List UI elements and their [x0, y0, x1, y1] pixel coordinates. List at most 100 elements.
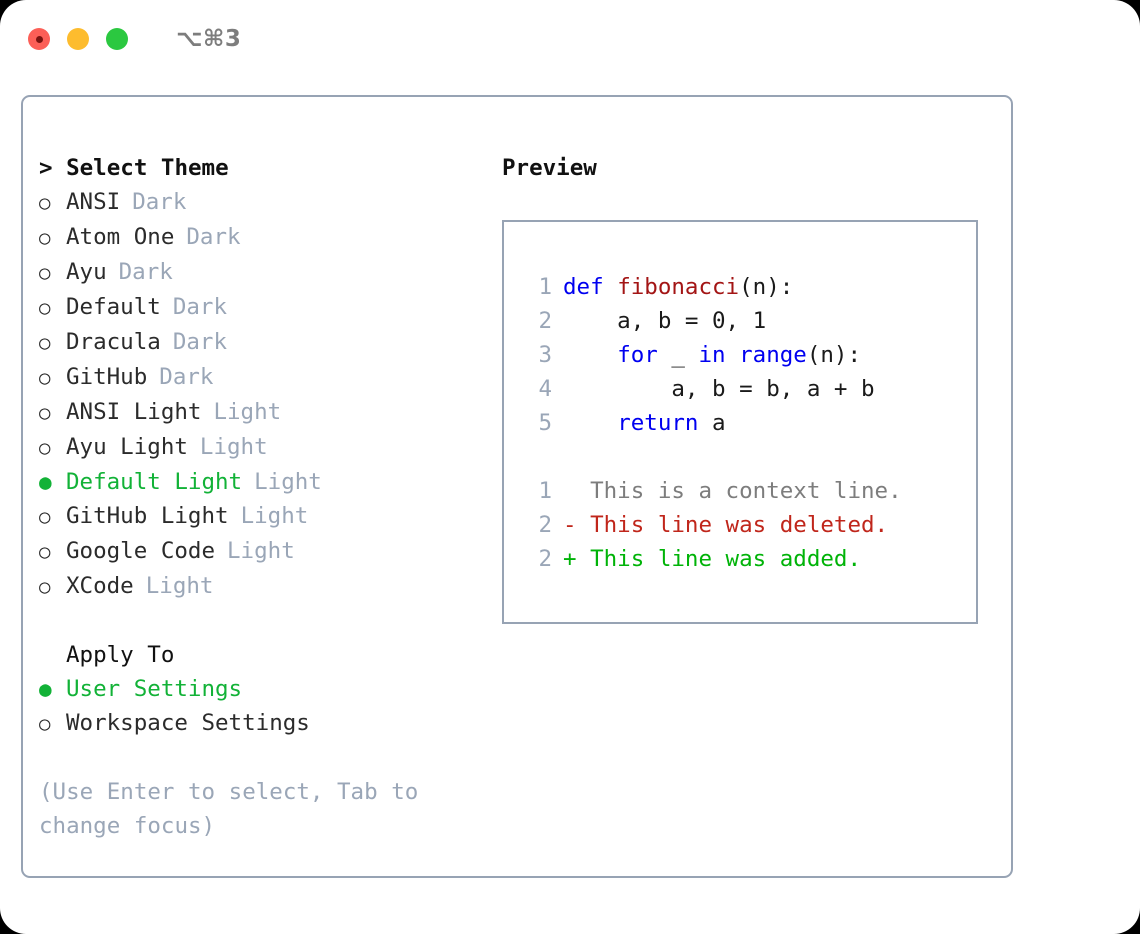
theme_picker-option-label: XCode — [66, 573, 134, 599]
code-token: _ — [657, 342, 699, 368]
diff-line-number: 2 — [538, 512, 552, 538]
radio-selected-icon: ● — [39, 470, 52, 494]
code-line-number: 5 — [538, 410, 552, 436]
theme_picker-option-label: Atom One — [66, 224, 175, 250]
diff-line: 2 - This line was deleted. — [504, 508, 976, 542]
radio-unselected-icon: ○ — [39, 541, 51, 563]
theme_picker-option[interactable]: ○ Ayu Light Light — [39, 430, 499, 465]
code-token: return — [617, 410, 699, 436]
apply_to-option[interactable]: ○Workspace Settings — [39, 706, 499, 741]
theme_picker-option-label: GitHub — [66, 364, 148, 390]
code-line: 4 a, b = b, a + b — [504, 372, 976, 406]
radio-unselected-icon: ○ — [39, 297, 51, 319]
traffic-light-buttons — [28, 28, 128, 50]
select-theme-heading: > Select Theme — [39, 155, 229, 181]
diff-spacer — [504, 440, 976, 474]
keyboard-hint-text: (Use Enter to select, Tab to change focu… — [39, 779, 419, 839]
code-line-number: 1 — [538, 274, 552, 300]
radio-unselected-icon: ○ — [39, 437, 51, 459]
code-line-text: for _ in range(n): — [552, 338, 861, 372]
code-token — [563, 342, 617, 368]
diff-line-text-del: - This line was deleted. — [563, 512, 889, 538]
theme_picker-option[interactable]: ○ Ayu Dark — [39, 255, 499, 290]
diff-line-text-ctx: This is a context line. — [563, 478, 902, 504]
code-token: in — [698, 342, 726, 368]
diff-line-number: 2 — [538, 546, 552, 572]
diff-sample: 1 This is a context line. 2 - This line wa… — [504, 474, 976, 576]
code-line-number: 4 — [538, 376, 552, 402]
code-token — [563, 410, 617, 436]
code-token: a — [698, 410, 726, 436]
close-window-icon[interactable] — [28, 28, 50, 50]
theme_picker-option-tag: Dark — [159, 364, 214, 390]
code-token: def — [563, 274, 604, 300]
apply_to-option[interactable]: ●User Settings — [39, 672, 499, 706]
theme_picker-option-label: GitHub Light — [66, 503, 229, 529]
code-line-text: a, b = 0, 1 — [552, 304, 766, 338]
code-line-text: return a — [552, 406, 726, 440]
theme_picker-option-label: ANSI — [66, 189, 121, 215]
apply_to-option-label: User Settings — [66, 676, 243, 702]
code-line-number: 2 — [538, 308, 552, 334]
radio-unselected-icon: ○ — [39, 227, 51, 249]
radio-unselected-icon: ○ — [39, 367, 51, 389]
theme_picker-option[interactable]: ○ Dracula Dark — [39, 325, 499, 360]
code-token: for — [617, 342, 658, 368]
theme_picker-option-tag: Light — [199, 434, 268, 460]
theme_picker-option-tag: Dark — [172, 329, 228, 355]
theme_picker-option-label: ANSI Light — [66, 399, 202, 425]
radio-unselected-icon: ○ — [39, 402, 51, 424]
radio-unselected-icon: ○ — [39, 262, 51, 284]
radio-unselected-icon: ○ — [39, 713, 51, 735]
theme_picker-option-label: Default Light — [66, 469, 243, 495]
theme_picker-option-label: Ayu Light — [66, 434, 188, 460]
theme_picker-option[interactable]: ○ GitHub Dark — [39, 360, 499, 395]
code-token — [726, 342, 740, 368]
theme_picker-option-tag: Dark — [132, 189, 187, 215]
code-line: 3 for _ in range(n): — [504, 338, 976, 372]
code-line: 5 return a — [504, 406, 976, 440]
maximize-window-icon[interactable] — [106, 28, 128, 50]
theme_picker-option-tag: Dark — [186, 224, 241, 250]
theme_picker-option-label: Ayu — [66, 259, 107, 285]
diff-line-number: 1 — [538, 478, 552, 504]
theme_picker-option-tag: Light — [254, 469, 322, 495]
radio-unselected-icon: ○ — [39, 332, 51, 354]
code-token: fibonacci — [617, 274, 740, 300]
theme_picker-option-tag: Light — [240, 503, 309, 529]
window-title-bar: ⌥⌘3 — [0, 0, 1140, 78]
theme_picker-option-label: Google Code — [66, 538, 216, 564]
code-line-text: a, b = b, a + b — [552, 372, 874, 406]
keyboard-shortcut-label: ⌥⌘3 — [176, 26, 242, 52]
code-line: 2 a, b = 0, 1 — [504, 304, 976, 338]
diff-line: 1 This is a context line. — [504, 474, 976, 508]
minimize-window-icon[interactable] — [67, 28, 89, 50]
theme_picker-option[interactable]: ○ Google Code Light — [39, 534, 499, 569]
theme_picker-option[interactable]: ○ GitHub Light Light — [39, 499, 499, 534]
preview-heading: Preview — [502, 155, 597, 181]
theme_picker-option-label: Dracula — [66, 329, 161, 355]
theme_picker-option[interactable]: ○ Atom One Dark — [39, 220, 499, 255]
code-line-number: 3 — [538, 342, 552, 368]
theme_picker-option[interactable]: ● Default Light Light — [39, 465, 499, 499]
radio-unselected-icon: ○ — [39, 576, 51, 598]
diff-line: 2 + This line was added. — [504, 542, 976, 576]
code-token: a, b = 0, 1 — [563, 308, 767, 334]
radio-unselected-icon: ○ — [39, 506, 51, 528]
diff-line-text-add: + This line was added. — [563, 546, 862, 572]
code-token: range — [739, 342, 807, 368]
theme_picker-option-tag: Light — [227, 538, 295, 564]
code-token: (n): — [739, 274, 794, 300]
theme_picker-option-tag: Dark — [118, 259, 173, 285]
code-line-text: def fibonacci(n): — [552, 270, 793, 304]
